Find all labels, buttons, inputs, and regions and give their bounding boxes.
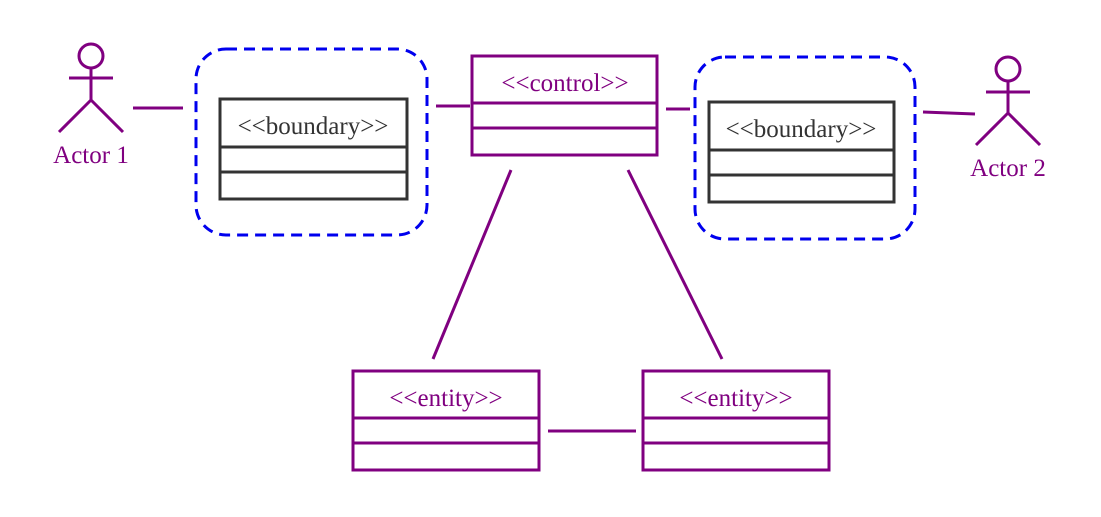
boundary-right-class: [707, 100, 896, 204]
entity-right-class: [641, 369, 831, 472]
actor-1-left-leg: [57, 98, 93, 134]
entity-right-stereotype: <<entity>>: [679, 385, 792, 412]
connector-control-entity-left: [431, 169, 513, 360]
control-class: [470, 54, 659, 157]
entity-left-stereotype: <<entity>>: [389, 385, 502, 412]
actor-1-label: Actor 1: [53, 142, 129, 169]
boundary-right-stereotype: <<boundary>>: [726, 116, 877, 143]
actor-2-right-leg: [1006, 111, 1042, 147]
entity-right-box: [641, 369, 831, 472]
control-box: [470, 54, 659, 157]
boundary-right-box: [707, 100, 896, 204]
entity-left-class: [351, 369, 541, 472]
entity-left-box: [351, 369, 541, 472]
actor-1: [57, 42, 125, 134]
connector-boundary-actor2: [922, 110, 976, 116]
boundary-left-class: [218, 97, 409, 201]
actor-1-right-leg: [89, 98, 125, 134]
boundary-right-dashed-outline: [693, 55, 917, 241]
boundary-left-box: [218, 97, 409, 201]
actor-2: [974, 55, 1042, 147]
control-stereotype: <<control>>: [501, 70, 628, 97]
boundary-left-stereotype: <<boundary>>: [238, 113, 389, 140]
actor-2-left-leg: [974, 111, 1010, 147]
connectors: [133, 104, 976, 433]
actor-2-head-icon: [994, 55, 1022, 83]
actor-2-label: Actor 2: [970, 155, 1046, 182]
connector-control-entity-right: [626, 169, 724, 360]
boundary-left-dashed-outline: [194, 47, 429, 237]
actor-1-head-icon: [77, 42, 105, 70]
